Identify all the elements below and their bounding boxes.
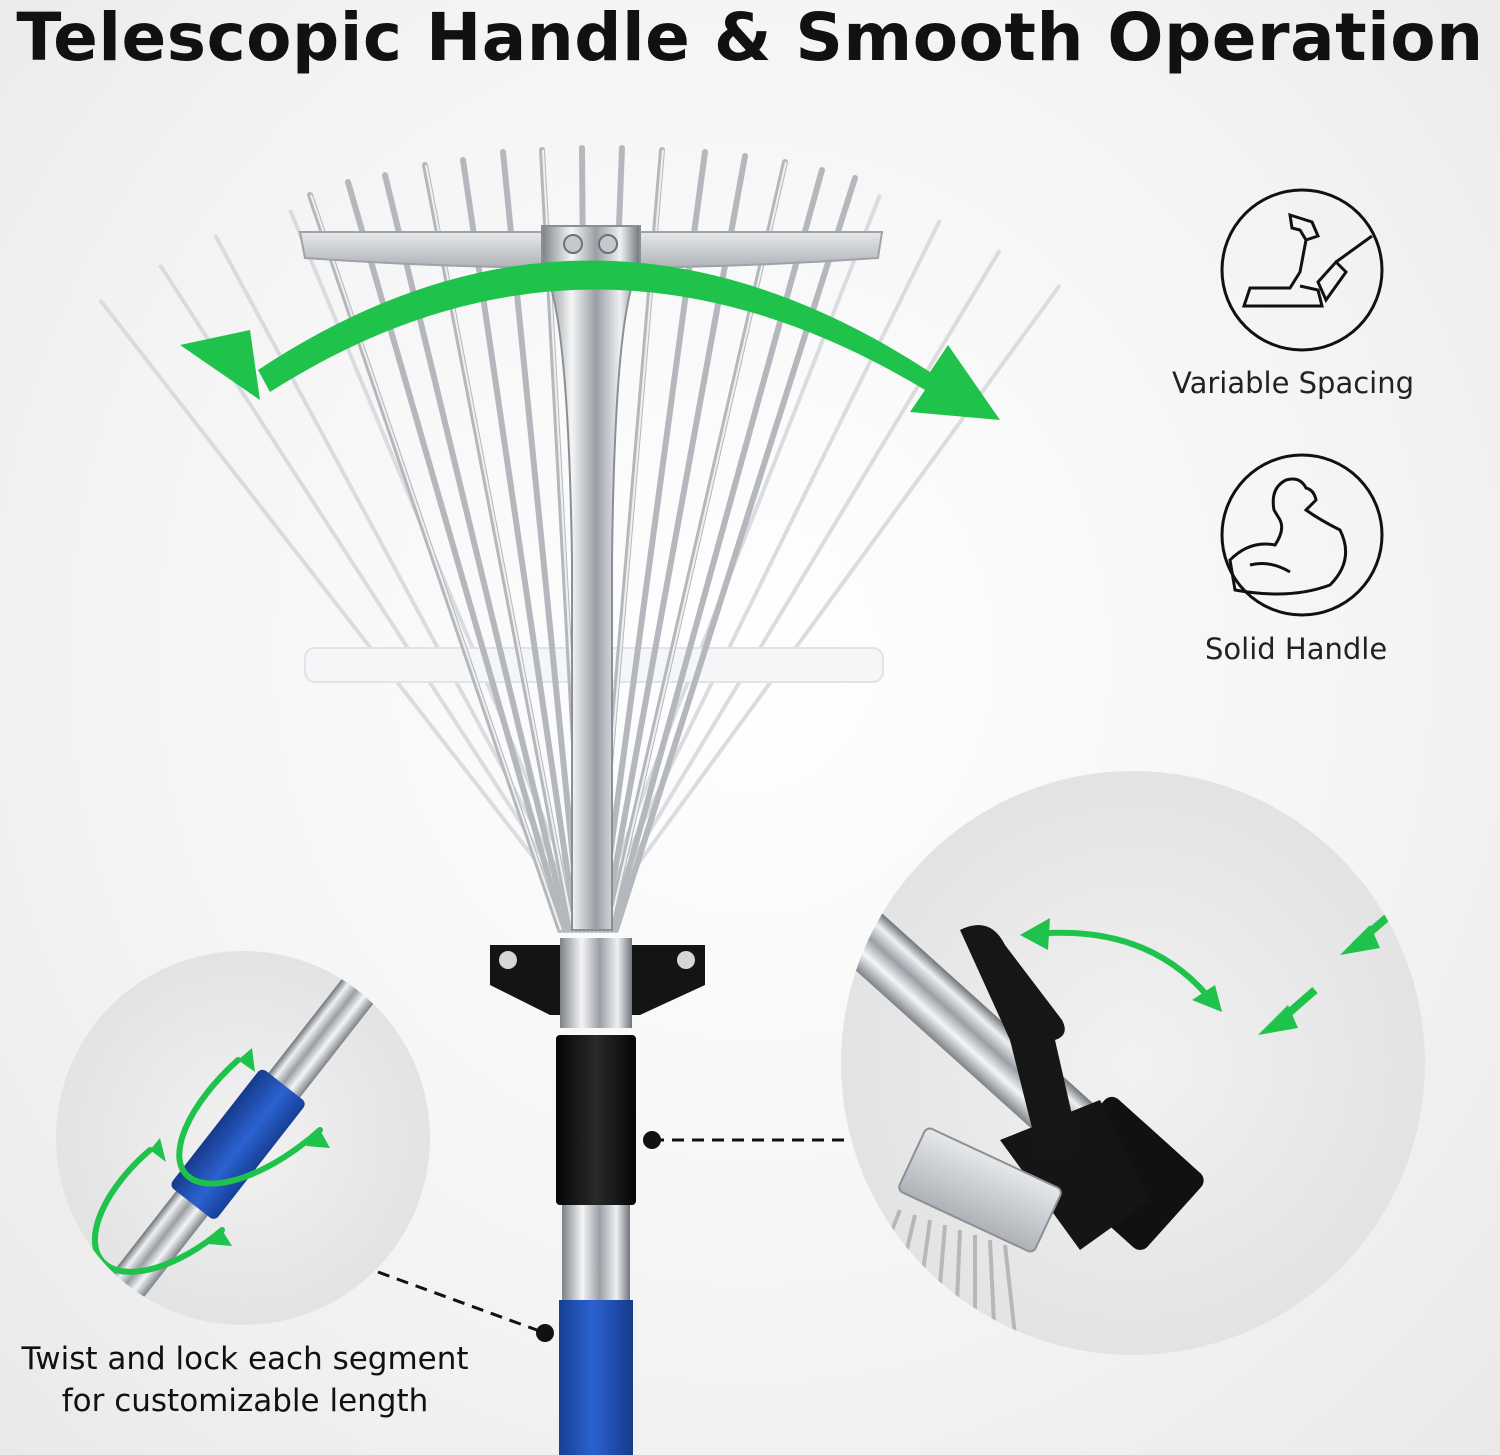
handle-steel-segment: [562, 1205, 630, 1315]
handle-collar: [556, 1035, 636, 1205]
feature-label-variable-spacing: Variable Spacing: [1172, 366, 1415, 400]
lever-lock-detail: [841, 771, 1425, 1355]
spacing-arrow: [180, 260, 1000, 420]
leader-line-left: [377, 1270, 546, 1335]
caption-line-1: Twist and lock each segment: [21, 1341, 469, 1377]
twist-lock-caption: Twist and lock each segment for customiz…: [0, 1338, 490, 1422]
feature-label-solid-handle: Solid Handle: [1205, 632, 1388, 666]
flexed-arm-icon: [1220, 453, 1384, 617]
page-title: Telescopic Handle & Smooth Operation: [16, 0, 1484, 76]
adjustable-rake-icon: [1220, 188, 1384, 352]
handle-blue-segment: [559, 1300, 633, 1455]
lock-lever: [960, 925, 1080, 1160]
caption-line-2: for customizable length: [61, 1383, 429, 1419]
rake-spine: [541, 225, 641, 931]
